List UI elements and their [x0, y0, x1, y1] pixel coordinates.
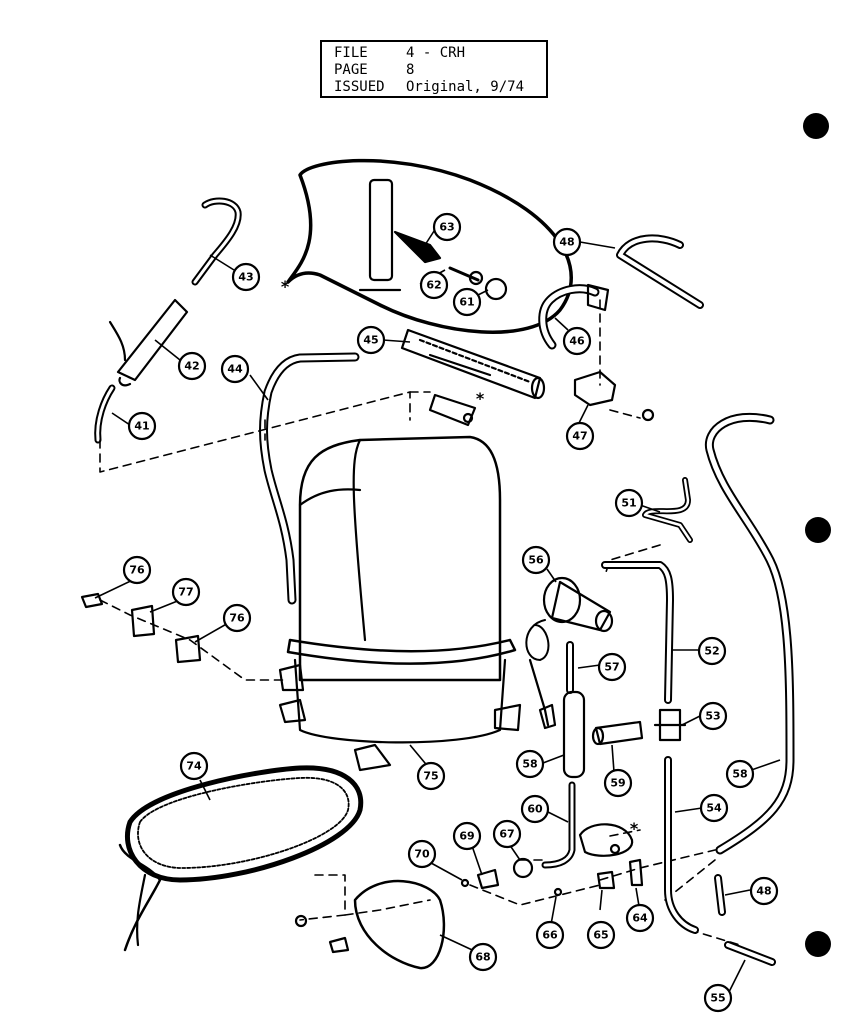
- callout-58-label: 58: [522, 758, 537, 771]
- callout-68-label: 68: [475, 951, 490, 964]
- callout-61-label: 61: [459, 296, 474, 309]
- callout-62: 62: [419, 270, 449, 300]
- callout-51: 51: [614, 488, 644, 518]
- callout-46-label: 46: [569, 335, 585, 348]
- asterisk-plate: *: [476, 389, 485, 408]
- page-label: PAGE: [334, 62, 368, 78]
- callout-68: 68: [468, 942, 498, 972]
- callout-65: 65: [586, 920, 616, 950]
- binder-hole-middle: [805, 517, 831, 543]
- callout-52-label: 52: [704, 645, 719, 658]
- file-row: FILE 4 - CRH: [334, 45, 465, 61]
- callout-47-label: 47: [572, 430, 587, 443]
- issued-value: Original, 9/74: [406, 79, 525, 95]
- callout-48-upper-label: 48: [559, 236, 574, 249]
- binder-hole-bottom: [805, 931, 831, 957]
- callout-51-label: 51: [621, 497, 636, 510]
- callout-59: 59: [603, 768, 633, 798]
- part-56-valve: [542, 576, 614, 633]
- callout-58: 58: [515, 749, 545, 779]
- part-42-muffler: [108, 298, 189, 387]
- callout-66: 66: [535, 920, 565, 950]
- callout-43: 43: [231, 262, 261, 292]
- callout-42: 42: [177, 351, 207, 381]
- page-value: 8: [406, 62, 415, 78]
- callout-53: 53: [698, 701, 728, 731]
- callout-75-label: 75: [423, 770, 438, 783]
- part-74-gasket: [118, 765, 364, 952]
- title-block: FILE 4 - CRH PAGE 8 ISSUED Original, 9/74: [320, 40, 548, 98]
- callout-55-label: 55: [710, 992, 725, 1005]
- callout-69: 69: [452, 821, 482, 851]
- callout-56-label: 56: [528, 554, 544, 567]
- callout-58-right-label: 58: [732, 768, 747, 781]
- callout-70-label: 70: [414, 848, 430, 861]
- callout-47: 47: [565, 421, 595, 451]
- callout-74: 74: [179, 751, 209, 781]
- callout-63: 63: [432, 212, 462, 242]
- callout-70: 70: [407, 839, 437, 869]
- binder-hole-top: [803, 113, 829, 139]
- callout-43-label: 43: [238, 271, 253, 284]
- part-75-compressor: [278, 435, 522, 772]
- callout-48-lower-label: 48: [756, 885, 771, 898]
- asterisk-plate-lower: *: [630, 819, 639, 838]
- callout-56: 56: [521, 545, 551, 575]
- callout-57: 57: [597, 652, 627, 682]
- callout-66-label: 66: [542, 929, 558, 942]
- page-row: PAGE 8: [334, 62, 414, 78]
- callout-42-label: 42: [184, 360, 199, 373]
- callout-44-label: 44: [227, 363, 243, 376]
- dashed-leaders: [99, 299, 741, 946]
- issued-label: ISSUED: [334, 79, 385, 95]
- callout-69-label: 69: [459, 830, 474, 843]
- callout-61: 61: [452, 287, 482, 317]
- callout-76-upper-label: 76: [229, 612, 245, 625]
- part-45-element: [400, 328, 546, 400]
- callout-41-label: 41: [134, 420, 149, 433]
- asterisk-inset: *: [281, 277, 290, 296]
- callout-63-label: 63: [439, 221, 454, 234]
- callout-52: 52: [697, 636, 727, 666]
- callout-64: 64: [625, 903, 655, 933]
- callout-57-label: 57: [604, 661, 619, 674]
- callout-46: 46: [562, 326, 592, 356]
- inset-detail-bubble: [286, 158, 573, 334]
- callout-60-label: 60: [527, 803, 543, 816]
- callout-60: 60: [520, 794, 550, 824]
- callout-54: 54: [699, 793, 729, 823]
- callout-75: 75: [416, 761, 446, 791]
- callout-58-right: 58: [725, 759, 755, 789]
- file-value: 4 - CRH: [406, 45, 466, 61]
- callout-48-upper: 48: [552, 227, 582, 257]
- callout-64-label: 64: [632, 912, 648, 925]
- callout-leaders: [94, 227, 781, 999]
- issued-row: ISSUED Original, 9/74: [334, 79, 524, 95]
- callout-77-label: 77: [178, 586, 193, 599]
- callout-55: 55: [703, 983, 733, 1013]
- callout-45-label: 45: [363, 334, 378, 347]
- callout-74-label: 74: [186, 760, 202, 773]
- callout-54-label: 54: [706, 802, 722, 815]
- callout-53-label: 53: [705, 710, 720, 723]
- callout-45: 45: [356, 325, 386, 355]
- file-label: FILE: [334, 45, 368, 61]
- callout-67-label: 67: [499, 828, 514, 841]
- callout-65-label: 65: [593, 929, 608, 942]
- callout-76-lower-label: 76: [129, 564, 145, 577]
- callout-59-label: 59: [610, 777, 625, 790]
- callout-77: 77: [171, 577, 201, 607]
- callout-76-lower: 76: [122, 555, 152, 585]
- callout-67: 67: [492, 819, 522, 849]
- callout-44: 44: [220, 354, 250, 384]
- callout-41: 41: [127, 411, 157, 441]
- callout-48-lower: 48: [749, 876, 779, 906]
- callout-76-upper: 76: [222, 603, 252, 633]
- callout-62-label: 62: [426, 279, 441, 292]
